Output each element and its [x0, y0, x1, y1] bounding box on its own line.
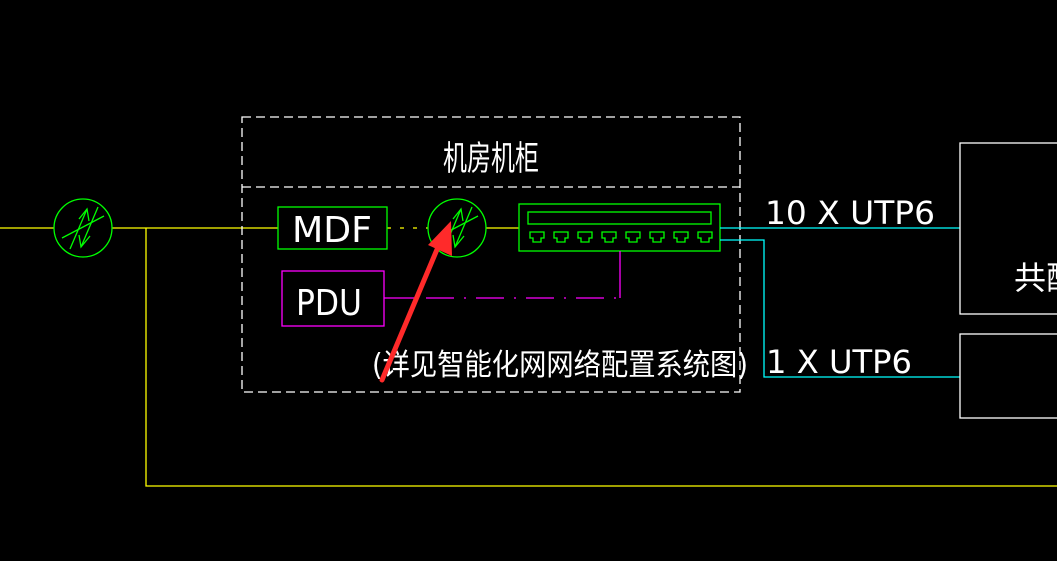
- cable-top-label: 10 X UTP6: [765, 194, 935, 232]
- switch-port: [529, 231, 545, 243]
- yellow-feeder-lines: [0, 227, 1057, 487]
- cyan-cable-lines: [720, 227, 960, 378]
- cable-bottom-label: 1 X UTP6: [766, 343, 912, 381]
- left-green-circle-symbol: [53, 198, 113, 258]
- red-annotation-arrow: [379, 221, 452, 383]
- cabinet-title: 机房机柜: [443, 139, 539, 179]
- switch-port: [553, 231, 569, 243]
- switch-port: [697, 231, 713, 243]
- note-label: (详见智能化网网络配置系统图): [372, 348, 748, 383]
- right-equipment-boxes: [959, 142, 1057, 419]
- cabinet-outline: [241, 116, 741, 393]
- cyan-line-bottom: [720, 239, 960, 378]
- cabinet-frame: [241, 116, 741, 393]
- red-arrow-head: [428, 221, 452, 256]
- switch-port: [577, 231, 593, 243]
- red-arrow-shaft: [379, 237, 444, 383]
- switch-port: [673, 231, 689, 243]
- network-switch: [518, 203, 721, 252]
- mdf-label: MDF: [292, 210, 372, 251]
- switch-port: [649, 231, 665, 243]
- switch-port: [625, 231, 641, 243]
- mdf-box: [277, 206, 388, 250]
- switch-ports: [529, 231, 713, 243]
- yellow-line-bottom-loop: [145, 228, 1057, 487]
- right-box-bottom: [959, 333, 1057, 419]
- right-box-top: [959, 142, 1057, 315]
- magenta-power-line: [384, 251, 621, 299]
- right-box-label: 共配: [1014, 259, 1057, 297]
- switch-top-strip: [527, 211, 712, 225]
- switch-port: [601, 231, 617, 243]
- pdu-label: PDU: [296, 283, 362, 324]
- switch-outer-frame: [518, 203, 721, 252]
